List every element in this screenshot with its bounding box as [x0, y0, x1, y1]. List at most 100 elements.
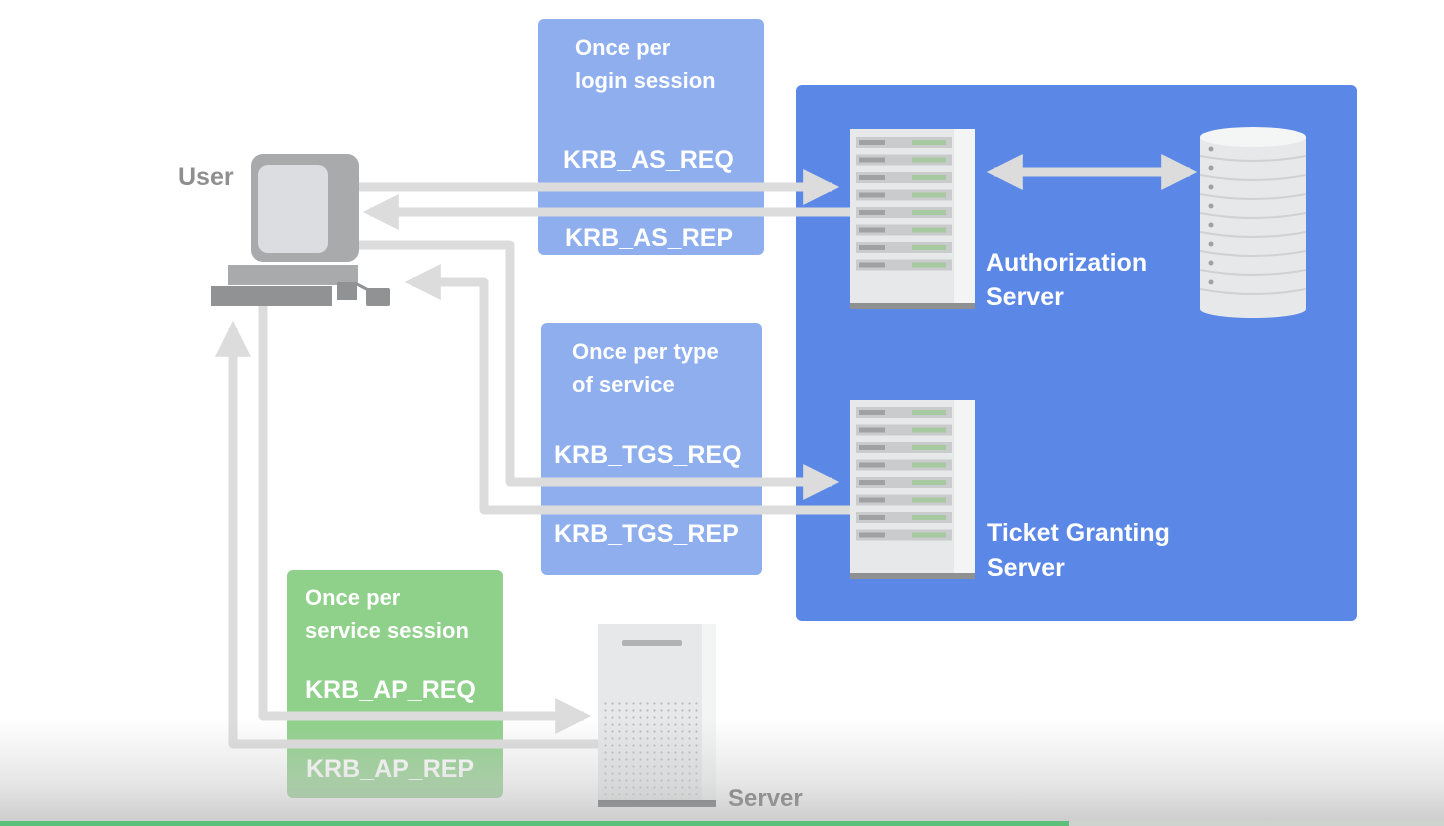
- database-dot: [1208, 260, 1214, 266]
- rack-slot-led: [859, 157, 885, 163]
- rack-slot: [856, 529, 952, 541]
- database-rings: [1199, 146, 1307, 295]
- rack-slot-vent: [912, 445, 946, 450]
- ap-rep-label: KRB_AP_REP: [306, 755, 475, 783]
- as-box-header-line1: Once per: [575, 35, 671, 60]
- rack-slot-vent: [912, 245, 946, 250]
- rack-slot: [856, 477, 952, 488]
- rack-slot: [856, 242, 952, 253]
- service-server-icon: [598, 624, 716, 807]
- video-progress-bar[interactable]: [0, 821, 1444, 826]
- rack-slot-led: [859, 497, 885, 503]
- auth-server-icon: [850, 129, 975, 309]
- rack-slot-vent: [912, 192, 946, 198]
- database-icon: [1200, 127, 1306, 318]
- rack-slot: [856, 407, 952, 418]
- auth-server-label-line2: Server: [986, 283, 1064, 311]
- database-ring: [1199, 288, 1307, 295]
- server-label: Server: [728, 785, 803, 812]
- database-ring: [1199, 193, 1307, 200]
- as-box-header: Once per login session: [575, 31, 716, 97]
- ap-box-header: Once per service session: [305, 581, 469, 647]
- rack-slot: [856, 154, 952, 166]
- database-dot: [1208, 146, 1214, 152]
- rack-slot: [856, 424, 952, 436]
- tgs-rep-label: KRB_TGS_REP: [554, 520, 739, 548]
- tgs-server-slots: [856, 407, 952, 541]
- rack-slot-led: [859, 140, 885, 145]
- rack-slot-vent: [912, 157, 946, 163]
- rack-slot-vent: [912, 532, 946, 538]
- as-box: [538, 19, 764, 255]
- rack-slot-led: [859, 462, 885, 468]
- rack-slot-led: [859, 210, 885, 215]
- as-box-header-line2: login session: [575, 68, 716, 93]
- rack-slot: [856, 442, 952, 453]
- auth-server-label-line1: Authorization: [986, 249, 1148, 277]
- rack-slot-vent: [912, 227, 946, 233]
- rack-slot: [856, 137, 952, 148]
- rack-slot-led: [859, 427, 885, 433]
- database-ring: [1199, 231, 1307, 238]
- database-dot: [1208, 279, 1214, 285]
- rack-slot-vent: [912, 262, 946, 268]
- as-req-label: KRB_AS_REQ: [563, 146, 734, 174]
- rack-slot: [856, 512, 952, 523]
- database-ring: [1199, 212, 1307, 219]
- tgs-server-label-line2: Server: [987, 554, 1065, 582]
- database-dot: [1208, 203, 1214, 209]
- rack-slot-led: [859, 245, 885, 250]
- rack-slot-led: [859, 262, 885, 268]
- auth-server-label: Authorization Server: [986, 246, 1147, 314]
- rack-slot: [856, 207, 952, 218]
- computer-icon: [211, 154, 390, 306]
- as-rep-label: KRB_AS_REP: [565, 224, 734, 252]
- rack-slot-led: [859, 515, 885, 520]
- tgs-box-header: Once per type of service: [572, 335, 719, 401]
- arrow-ap-req: [258, 305, 592, 734]
- rack-slot-led: [859, 445, 885, 450]
- rack-slot: [856, 172, 952, 183]
- database-ring: [1199, 269, 1307, 276]
- rack-slot-vent: [912, 480, 946, 485]
- tgs-server-label: Ticket Granting Server: [987, 516, 1170, 586]
- ap-box-header-line2: service session: [305, 618, 469, 643]
- user-label: User: [178, 163, 234, 191]
- rack-slot-led: [859, 175, 885, 180]
- arrow-tgs-rep: [404, 264, 852, 515]
- database-dot: [1208, 222, 1214, 228]
- tgs-req-label: KRB_TGS_REQ: [554, 441, 742, 469]
- rack-slot-vent: [912, 210, 946, 215]
- tgs-box-header-line2: of service: [572, 372, 675, 397]
- database-dot: [1208, 184, 1214, 190]
- rack-slot-led: [859, 532, 885, 538]
- rack-slot-vent: [912, 427, 946, 433]
- video-progress-fill: [0, 821, 1069, 826]
- ap-box-header-line1: Once per: [305, 585, 401, 610]
- rack-slot-vent: [912, 140, 946, 145]
- ap-req-label: KRB_AP_REQ: [305, 676, 476, 704]
- rack-slot-vent: [912, 515, 946, 520]
- database-ring: [1199, 250, 1307, 257]
- rack-slot-vent: [912, 175, 946, 180]
- rack-slot: [856, 494, 952, 506]
- rack-slot-led: [859, 410, 885, 415]
- rack-slot-led: [859, 480, 885, 485]
- database-ring: [1199, 155, 1307, 162]
- rack-slot-led: [859, 192, 885, 198]
- tgs-server-label-line1: Ticket Granting: [987, 519, 1170, 547]
- rack-slot: [856, 224, 952, 236]
- rack-slot-vent: [912, 462, 946, 468]
- database-ring: [1199, 174, 1307, 181]
- tgs-box-header-line1: Once per type: [572, 339, 719, 364]
- rack-slot: [856, 259, 952, 271]
- auth-server-slots: [856, 137, 952, 271]
- rack-slot: [856, 189, 952, 201]
- rack-slot-vent: [912, 497, 946, 503]
- database-dot: [1208, 165, 1214, 171]
- database-dot: [1208, 241, 1214, 247]
- rack-slot-led: [859, 227, 885, 233]
- arrow-tgs-req: [358, 240, 840, 500]
